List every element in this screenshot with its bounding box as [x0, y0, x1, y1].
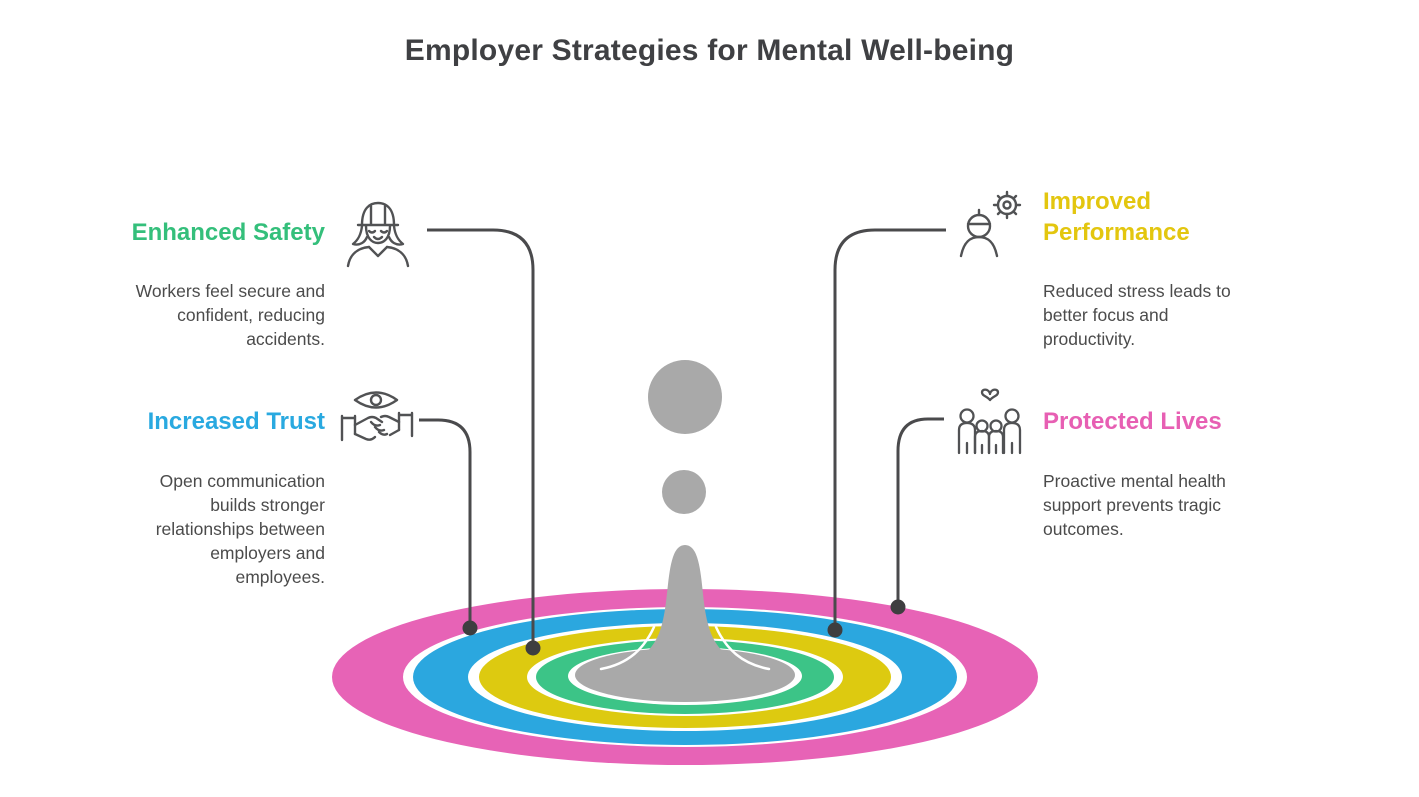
person-gear-icon	[959, 190, 1022, 258]
connector-dot-increased-trust	[462, 620, 478, 636]
page-title: Employer Strategies for Mental Well-bein…	[404, 34, 1015, 67]
ripple-center	[575, 648, 795, 702]
improved-performance-heading: Improved Performance	[1043, 188, 1190, 246]
people-heart-icon	[957, 388, 1022, 455]
splash-outline	[599, 625, 656, 671]
construction-worker-icon	[346, 201, 410, 268]
splash-outline	[714, 625, 771, 671]
connector-improved-performance	[833, 228, 946, 627]
connector-dot-enhanced-safety	[525, 640, 541, 656]
connector-dot-protected-lives	[890, 599, 906, 615]
improved-performance-description: Reduced stress leads to better focus and…	[1043, 281, 1231, 349]
protected-lives-heading: Protected Lives	[1043, 408, 1222, 435]
protected-lives-description: Proactive mental health support prevents…	[1043, 471, 1226, 539]
droplet-small	[662, 470, 706, 514]
enhanced-safety-description: Workers feel secure and confident, reduc…	[135, 281, 325, 349]
splash-column	[599, 545, 771, 671]
enhanced-safety-heading: Enhanced Safety	[131, 219, 325, 246]
connector-protected-lives	[896, 417, 944, 604]
connector-lines	[419, 228, 946, 645]
increased-trust-description: Open communication builds stronger relat…	[155, 471, 325, 587]
eye-handshake-icon	[340, 391, 414, 442]
increased-trust-heading: Increased Trust	[147, 408, 325, 435]
connector-dot-improved-performance	[827, 622, 843, 638]
connector-enhanced-safety	[427, 228, 535, 645]
droplet-large	[648, 360, 722, 434]
connector-increased-trust	[419, 418, 472, 625]
connector-dots	[462, 599, 906, 656]
